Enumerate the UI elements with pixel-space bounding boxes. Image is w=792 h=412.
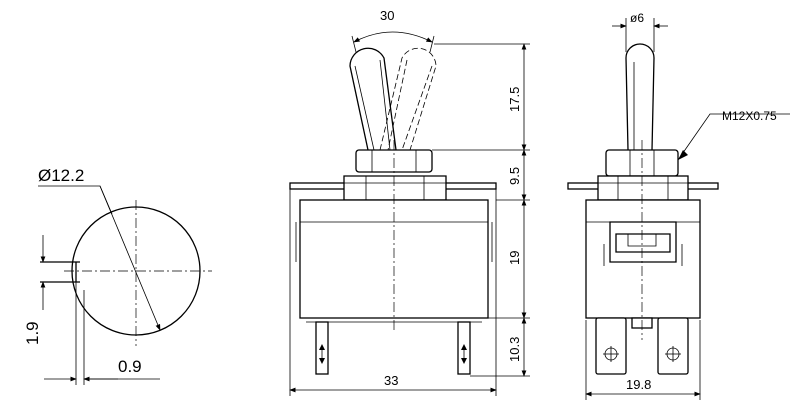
lever-solid <box>349 47 397 151</box>
left-terminal <box>315 321 329 375</box>
terminal-length-label: 10.3 <box>507 337 522 362</box>
shaft-diameter-label: Ø12.2 <box>38 166 84 185</box>
right-lower-nut <box>597 175 689 201</box>
lever-diameter-label: ø6 <box>630 11 644 25</box>
actuator-bracket <box>609 221 677 263</box>
front-width-label: 33 <box>384 373 398 388</box>
lever-angle-label: 30 <box>380 8 394 23</box>
thickness-label: 0.9 <box>118 357 142 376</box>
right-terminal-a <box>595 317 627 375</box>
bushing-height-label: 9.5 <box>507 167 522 185</box>
side-view: Ø12.2 1.9 0.9 <box>23 166 212 385</box>
lower-nut <box>343 175 447 201</box>
right-body <box>585 199 701 319</box>
front-view: 30 <box>289 8 530 396</box>
lever-height-label: 17.5 <box>507 87 522 112</box>
right-width-label: 19.8 <box>626 377 651 392</box>
pin-outline <box>40 261 80 283</box>
pin-offset-label: 1.9 <box>23 321 42 345</box>
right-lever <box>625 43 655 151</box>
right-view: ø6 M12X0.75 <box>567 11 790 400</box>
body-height-label: 19 <box>507 251 522 265</box>
lever-alternate <box>379 47 437 151</box>
right-terminal-b <box>657 317 689 375</box>
right-terminal <box>457 321 471 375</box>
thread-spec-label: M12X0.75 <box>722 109 777 123</box>
